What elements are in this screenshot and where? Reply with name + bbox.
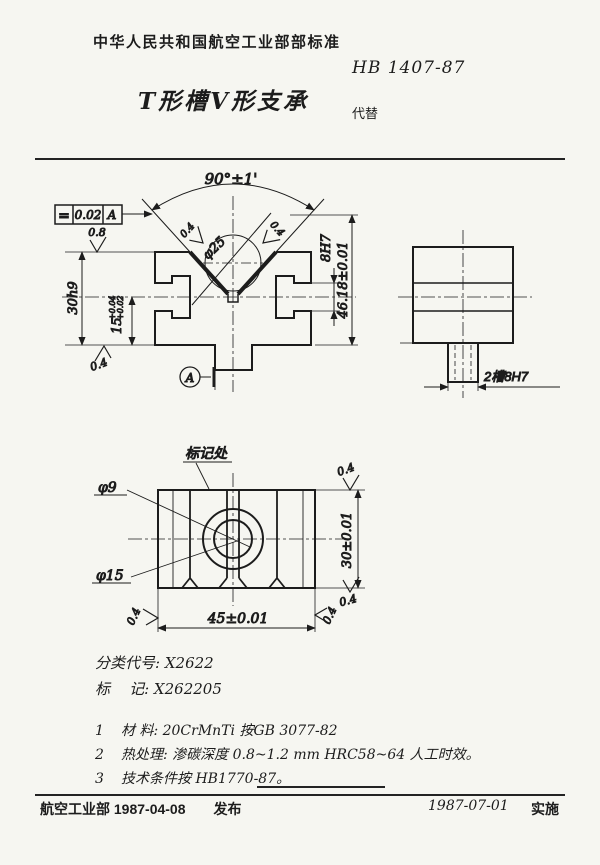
- dim-length-45: 45±0.01: [157, 588, 316, 632]
- svg-text:0.4: 0.4: [338, 592, 358, 609]
- dim-slot-8h7: 8H7: [311, 233, 340, 326]
- svg-text:45±0.01: 45±0.01: [207, 611, 269, 627]
- roughness-top-face: 0.8: [65, 226, 155, 254]
- footer-org-date: 航空工业部 1987-04-08: [40, 801, 186, 817]
- svg-text:+0.02: +0.02: [116, 295, 125, 320]
- front-outline: [154, 251, 312, 371]
- svg-text:0.4: 0.4: [88, 356, 109, 374]
- class-code-label: 分类代号:: [95, 654, 161, 672]
- standard-number: HB 1407-87: [352, 58, 466, 78]
- svg-text:+0.04: +0.04: [108, 295, 117, 320]
- roughness-check-icon: [313, 607, 331, 625]
- side-view: 2槽8H7: [398, 230, 560, 398]
- footer-publish-label: 发布: [213, 801, 242, 817]
- v-groove-right-face: [236, 250, 278, 296]
- svg-text:8H7: 8H7: [319, 233, 334, 262]
- svg-text:30±0.01: 30±0.01: [340, 512, 355, 568]
- bottom-tenon-edge-left: [218, 490, 228, 589]
- note-item: 3 技术条件按 HB1770-87。: [95, 771, 291, 787]
- gauge-leader: [191, 212, 272, 306]
- footer-impl-date: 1987-07-01: [428, 798, 509, 814]
- footer-rule: [35, 794, 565, 796]
- roughness-check-icon: [189, 226, 204, 244]
- svg-text:φ9: φ9: [98, 480, 117, 496]
- standard-org-title: 中华人民共和国航空工业部部标准: [93, 34, 341, 51]
- roughness-bottomview-right: 0.4: [313, 604, 340, 627]
- svg-text:0.8: 0.8: [88, 226, 106, 239]
- svg-text:30h9: 30h9: [66, 281, 81, 314]
- svg-text:A: A: [185, 371, 195, 385]
- roughness-check-icon: [94, 344, 112, 362]
- side-tenon-outline: [447, 343, 479, 383]
- class-code-line: 分类代号: X2622: [95, 650, 222, 676]
- marking-place-callout: 标记处: [183, 445, 232, 490]
- roughness-slope-left: 0.4: [178, 221, 204, 244]
- roughness-bottomview-bottom: 0.4: [337, 576, 360, 610]
- roughness-check-icon: [342, 576, 360, 594]
- mark-code-line: 标 记: X262205: [95, 676, 222, 702]
- dim-side-slots: 2槽8H7: [424, 369, 560, 391]
- svg-text:46.18±0.01: 46.18±0.01: [336, 241, 351, 319]
- svg-text:φ15: φ15: [96, 568, 124, 584]
- svg-text:0.4: 0.4: [335, 461, 356, 479]
- roughness-check-icon: [142, 608, 160, 626]
- angle-extension-left: [141, 198, 191, 253]
- angle-dim-text: 90°±1': [205, 170, 258, 188]
- parallelism-symbol: =: [58, 208, 70, 224]
- side-outline: [412, 246, 514, 344]
- cbore-dia-callout: φ15: [92, 539, 241, 585]
- tolerance-value: 0.02: [75, 208, 102, 222]
- note-item: 2 热处理: 渗碳深度 0.8~1.2 mm HRC58~64 人工时效。: [95, 747, 480, 763]
- bottom-tenon-edge-right: [238, 490, 248, 589]
- roughness-check-icon: [262, 229, 281, 244]
- svg-text:0.4: 0.4: [124, 606, 143, 627]
- gauge-dia-text: φ25: [200, 234, 229, 263]
- part-title: T形槽V形支承: [138, 88, 309, 115]
- supersede-label: 代替: [352, 106, 379, 121]
- datum-a-symbol: A: [179, 366, 216, 390]
- angle-arc: [151, 183, 315, 211]
- gauge-circle: [204, 234, 262, 292]
- header-rule: [35, 158, 565, 160]
- notes-underline: [257, 786, 385, 788]
- svg-text:标记处: 标记处: [185, 445, 228, 461]
- bottom-head-edge-right: [268, 490, 286, 589]
- roughness-check-icon: [89, 236, 107, 254]
- tolerance-frame: = 0.02 A: [54, 204, 153, 225]
- technical-notes: 1 材 料: 20CrMnTi 按GB 3077-82 2 热处理: 渗碳深度 …: [95, 719, 480, 791]
- front-view: 90°±1' = 0.02 A 0.8 φ25: [54, 170, 358, 392]
- class-code-value: X2622: [164, 654, 214, 672]
- dim-width-30: 30±0.01: [315, 489, 365, 589]
- roughness-bottomview-top: 0.4: [335, 460, 360, 492]
- note-item: 1 材 料: 20CrMnTi 按GB 3077-82: [95, 723, 338, 739]
- bottom-head-edge-left: [181, 490, 199, 589]
- roughness-front-bottom: 0.4: [88, 344, 112, 374]
- v-vertex-relief-notch: [227, 294, 239, 303]
- side-slot-label: 2槽8H7: [483, 369, 529, 384]
- roughness-check-icon: [342, 474, 360, 492]
- bottom-view: 标记处 φ9 φ15 30±0.01: [92, 445, 365, 632]
- svg-text:0.4: 0.4: [178, 221, 197, 240]
- mark-code-label: 标 记:: [95, 680, 150, 698]
- tolerance-datum-ref: A: [107, 208, 117, 222]
- dim-head-15: 15 +0.04 +0.02: [108, 295, 136, 346]
- mark-code-value: X262205: [153, 680, 222, 698]
- angle-extension-right: [275, 198, 325, 253]
- dim-height-30h9: 30h9: [65, 251, 155, 346]
- hole-circle: [213, 519, 253, 559]
- v-groove-left-face: [188, 250, 230, 296]
- classification-block: 分类代号: X2622 标 记: X262205: [95, 650, 222, 702]
- dim-gauge-height: 46.18±0.01: [290, 214, 358, 346]
- svg-text:15: 15: [110, 317, 125, 334]
- svg-text:0.4: 0.4: [320, 605, 339, 626]
- bottom-outline: [157, 489, 316, 589]
- counterbore-circle: [202, 508, 264, 570]
- footer-issue: 航空工业部 1987-04-08 发布: [40, 799, 242, 819]
- roughness-bottomview-left: 0.4: [124, 605, 160, 628]
- hole-dia-callout: φ9: [94, 480, 251, 548]
- footer-impl-label: 实施: [531, 801, 559, 817]
- svg-text:0.4: 0.4: [267, 220, 286, 239]
